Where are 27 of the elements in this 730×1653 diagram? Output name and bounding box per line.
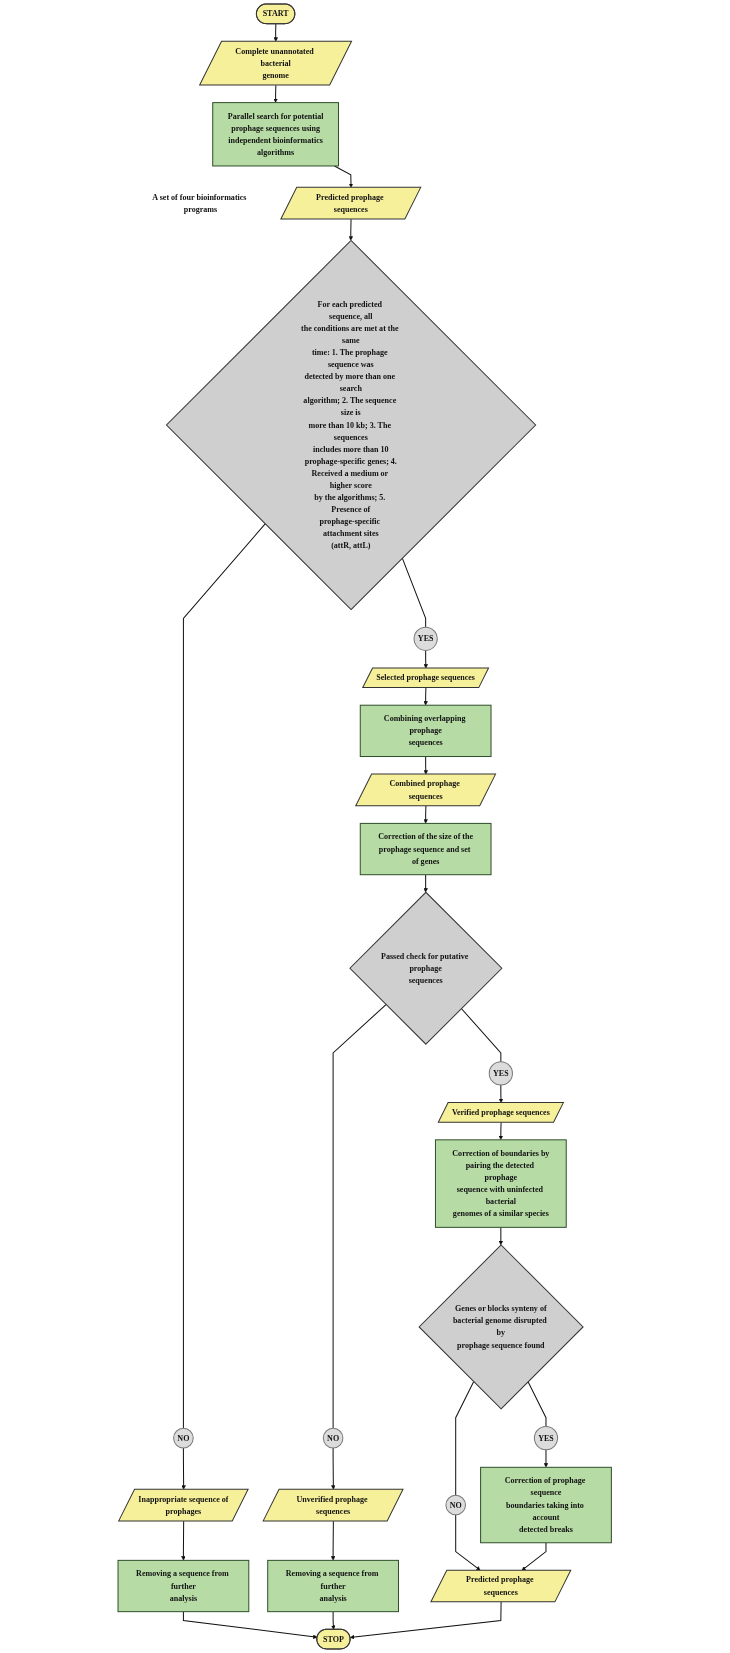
answer-circle: NO	[173, 1427, 194, 1449]
data-parallelogram: Selected prophage sequences	[362, 667, 490, 689]
terminal-ellipse: STOP	[316, 1628, 351, 1650]
process-box: Removing a sequence from further analysis	[267, 1559, 400, 1613]
process-box: Removing a sequence from further analysis	[117, 1559, 250, 1613]
data-parallelogram: Inappropriate sequence of prophages	[118, 1488, 250, 1522]
process-box: Correction of prophage sequence boundaries taking into account detected breaks	[480, 1466, 613, 1544]
answer-circle: YES	[489, 1061, 514, 1086]
data-parallelogram: Predicted prophage sequences	[430, 1569, 572, 1603]
data-parallelogram: Combined prophage sequences	[355, 773, 497, 807]
answer-circle: YES	[413, 626, 439, 651]
data-parallelogram: Unverified prophage sequences	[262, 1488, 405, 1522]
process-box: Correction of the size of the prophage sequence and set of genes	[360, 822, 492, 876]
decision-diamond: Genes or blocks synteny of bacterial genome disrupted by prophage sequence found	[418, 1244, 585, 1410]
data-parallelogram: Predicted prophage sequences	[280, 186, 422, 220]
decision-diamond: For each predicted sequence, all the conditions are met at the same time: 1. The prophage sequence was detected by more than one search algorithm; 2. The sequence size is more than 10 kb; 3. The sequences includes more than 10 prophage-specific genes; 4. Received a medium or higher score by the algorithms; 5. Presence of prophage-specific attachment sites (attR, attL)	[166, 239, 537, 611]
answer-circle: YES	[534, 1426, 559, 1451]
annotation-text: A set of four bioinformatics programs	[152, 192, 247, 214]
process-box: Parallel search for potential prophage sequences using independent bioinformatics algorithms	[212, 102, 340, 167]
decision-diamond: Passed check for putative prophage sequences	[349, 891, 503, 1045]
process-box: Correction of boundaries by pairing the detected prophage sequence with uninfected bacterial genomes of a similar species	[435, 1139, 568, 1228]
data-parallelogram: Verified prophage sequences	[437, 1102, 565, 1123]
answer-circle: NO	[323, 1427, 344, 1449]
terminal-ellipse: START	[256, 3, 296, 25]
data-parallelogram: Complete unannotated bacterial genome	[199, 40, 353, 86]
process-box: Combining overlapping prophage sequences	[360, 704, 492, 757]
answer-circle: NO	[445, 1494, 467, 1516]
